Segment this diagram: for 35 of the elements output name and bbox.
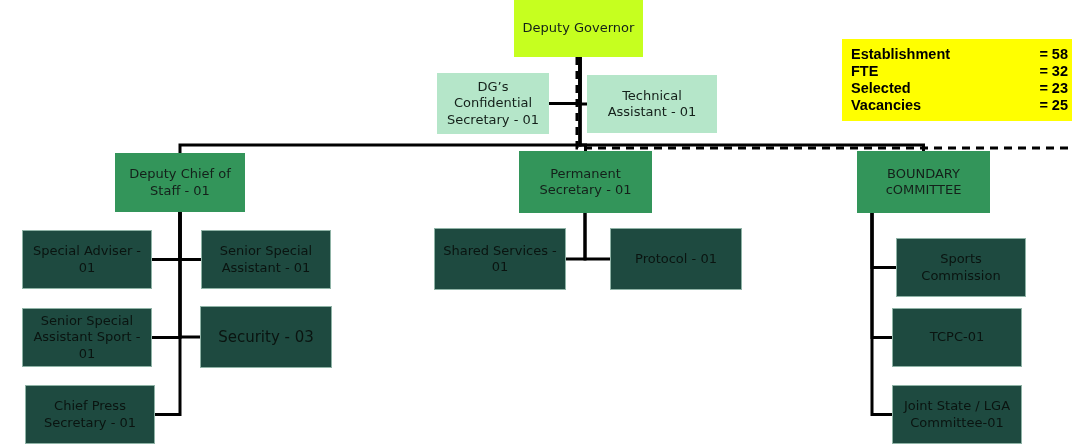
stat-label: Selected (851, 80, 912, 97)
position-box (896, 238, 1026, 297)
position-box (587, 75, 717, 133)
position-box (200, 306, 332, 368)
stat-label: FTE (851, 63, 880, 80)
position-box (25, 385, 155, 444)
position-box (857, 151, 990, 213)
position-box (519, 151, 652, 213)
position-box (22, 230, 152, 289)
position-box (892, 385, 1022, 444)
connector-line (583, 213, 610, 261)
position-box (437, 73, 549, 134)
position-title: Permanent Secretary - 01 (538, 165, 633, 199)
position-box (201, 230, 331, 289)
position-title: Deputy Governor (522, 20, 635, 37)
position-box (610, 228, 742, 290)
position-title: Technical Assistant - 01 (606, 87, 698, 121)
stat-label: Vacancies (851, 97, 923, 114)
stat-value: = 25 (1039, 97, 1068, 114)
stat-value: = 32 (1039, 63, 1068, 80)
stat-value: = 58 (1039, 46, 1068, 63)
position-box (22, 308, 152, 367)
statistics-panel (842, 39, 1072, 121)
position-box (115, 153, 245, 212)
connector-line (870, 213, 892, 416)
position-title: BOUNDARY cOMMITTEE (884, 165, 963, 199)
position-title: DG’s Confidential Secretary - 01 (445, 79, 541, 128)
connector-line (578, 57, 925, 151)
position-box (434, 228, 566, 290)
stat-value: = 23 (1039, 80, 1068, 97)
stat-label: Establishment (851, 46, 952, 63)
position-box (514, 0, 643, 57)
position-box (892, 308, 1022, 367)
connector-line (155, 212, 182, 416)
position-title: Deputy Chief of Staff - 01 (128, 166, 232, 199)
